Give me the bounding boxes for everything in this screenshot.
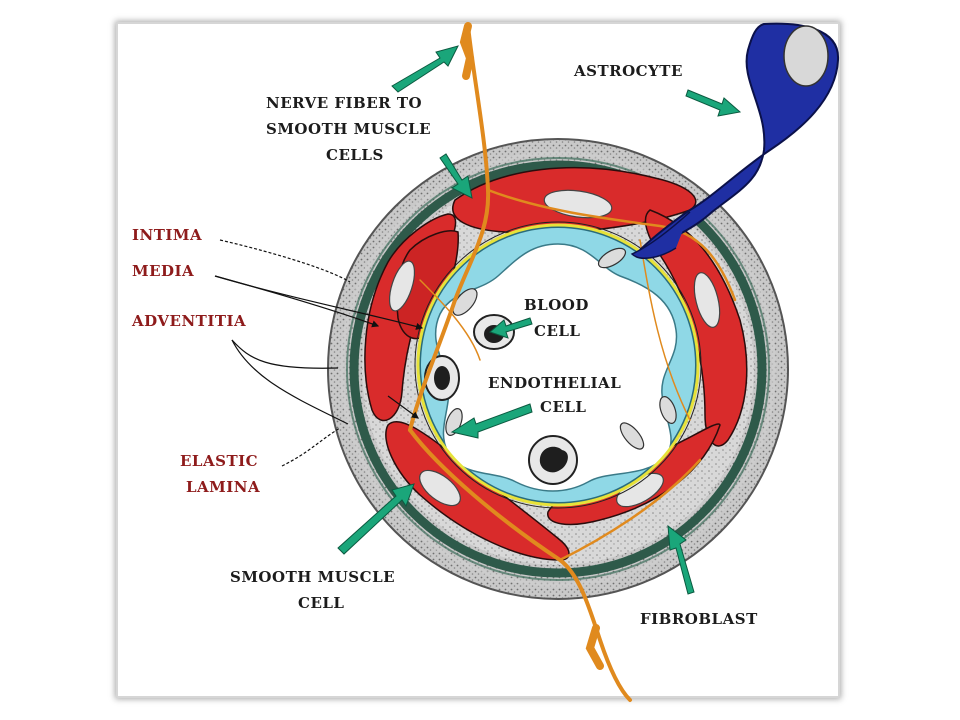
- label-blood-cell-line-2: CELL: [534, 322, 580, 340]
- label-smooth-muscle-cell-line-2: CELL: [298, 594, 344, 612]
- label-elastic-lamina-line-2: LAMINA: [186, 478, 260, 496]
- label-adventitia: ADVENTITIA: [131, 312, 246, 330]
- nerve-fiber-arrow: [391, 45, 459, 93]
- fibroblast-band: [349, 160, 767, 578]
- nerve-fiber: [408, 22, 737, 702]
- label-group-red: INTIMA MEDIA ADVENTITIA ELASTIC LAMINA: [131, 226, 260, 496]
- label-blood-cell-line-1: BLOOD: [524, 296, 589, 314]
- label-group-dark: NERVE FIBER TO SMOOTH MUSCLE CELLS ASTRO…: [230, 62, 758, 628]
- endothelial-cell-arrow: [450, 403, 533, 439]
- pointer-arrows: [337, 45, 742, 595]
- astrocyte: [630, 22, 840, 260]
- label-smooth-muscle-cell-line-1: SMOOTH MUSCLE: [230, 568, 395, 586]
- label-endothelial-cell-line-2: CELL: [540, 398, 586, 416]
- label-nerve-fiber-line-2: SMOOTH MUSCLE: [266, 120, 431, 138]
- label-nerve-fiber-line-1: NERVE FIBER TO: [266, 94, 422, 112]
- label-nerve-fiber-line-3: CELLS: [326, 146, 384, 164]
- label-fibroblast: FIBROBLAST: [640, 610, 758, 628]
- fibroblast-arrow: [667, 524, 695, 595]
- smooth-muscle-nerve-arrow: [439, 153, 473, 199]
- label-endothelial-cell-line-1: ENDOTHELIAL: [488, 374, 621, 392]
- label-astrocyte: ASTROCYTE: [573, 62, 683, 80]
- astrocyte-arrow: [685, 89, 742, 117]
- vessel-lumen: [434, 243, 678, 492]
- leader-lines: [214, 239, 424, 467]
- endothelial-nuclei: [445, 247, 677, 450]
- label-elastic-lamina-line-1: ELASTIC: [180, 452, 258, 470]
- label-media: MEDIA: [132, 262, 194, 280]
- smooth-muscle-cell-arrow: [337, 483, 415, 555]
- blood-cell-arrow: [489, 317, 533, 339]
- elastic-lamina-ring: [416, 223, 700, 507]
- label-intima: INTIMA: [132, 226, 202, 244]
